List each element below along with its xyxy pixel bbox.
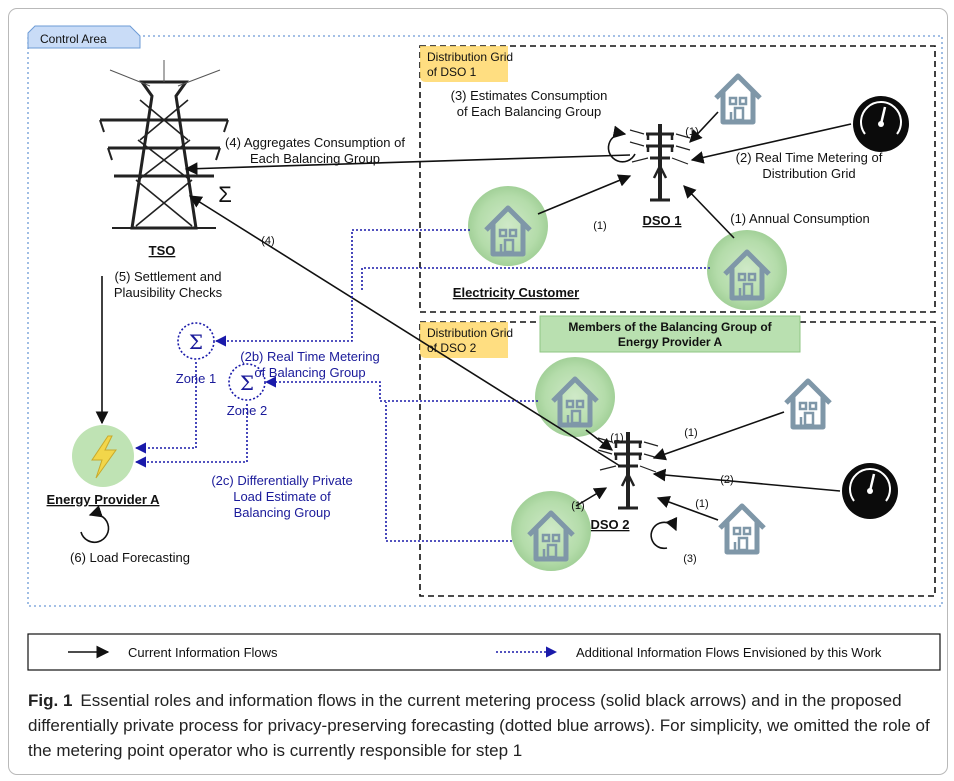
step-label: (1) [610,432,623,444]
grid1-label-bg [420,46,508,82]
step-label: (1) [695,498,708,510]
loop-arrow-icon [607,125,636,163]
aggregates-label-1: (4) Aggregates Consumption of [225,135,405,150]
members-box [539,315,801,353]
estimates-label-2: of Each Balancing Group [457,104,602,119]
annual-consumption-label: (1) Annual Consumption [730,211,869,226]
members-line2: Energy Provider A [618,335,723,349]
lightning-icon [91,435,117,479]
dp-label-3: Balancing Group [234,505,331,520]
dso1-pylon-icon [628,122,692,202]
aggregates-label-2: Each Balancing Group [250,151,380,166]
member-house-icon [511,491,591,571]
caption-text: Essential roles and information flows in… [28,691,930,760]
distribution-grid-dso1 [419,45,936,313]
figure-frame [8,8,948,775]
tso-label: TSO [149,243,176,258]
legend-box [27,633,941,671]
member-house-icon [468,186,548,266]
grid2-label-line1: Distribution Grid [427,326,513,340]
house-icon [716,76,760,122]
step-label: (1) [684,427,697,439]
step-label: (3) [683,553,696,565]
tso-sigma-icon: Σ [218,182,232,207]
control-area-boundary [27,35,943,607]
grid1-label-line2: of DSO 1 [427,65,477,79]
step-label: (1) [685,126,698,138]
settlement-label-2: Plausibility Checks [114,285,223,300]
house-icon [720,506,764,552]
legend-current-label: Current Information Flows [128,645,278,660]
grid2-label-bg [420,322,508,358]
members-line1: Members of the Balancing Group of [568,320,772,334]
control-area-label: Control Area [40,32,107,46]
rtm-bg-label-1: (2b) Real Time Metering [240,349,379,364]
settlement-label-1: (5) Settlement and [115,269,222,284]
meter-icon [840,461,900,521]
loop-arrow-icon [80,505,110,544]
energy-provider-label: Energy Provider A [47,492,161,507]
dp-label-1: (2c) Differentially Private [211,473,352,488]
control-area-tab [27,25,141,49]
estimates-label-1: (3) Estimates Consumption [451,88,608,103]
step-label: (1) [571,500,584,512]
meter-icon [851,94,911,154]
zone2-label: Zone 2 [227,403,267,418]
tso-tower-icon [99,60,229,230]
dso2-pylon-icon [596,430,660,510]
member-house-icon [535,357,615,437]
zone1-sigma-icon: Σ [189,330,203,354]
rtm-dist-label-1: (2) Real Time Metering of [736,150,883,165]
forecasting-label: (6) Load Forecasting [70,550,190,565]
member-house-icon [707,230,787,310]
dso2-label: DSO 2 [590,517,629,532]
legend-additional-label: Additional Information Flows Envisioned … [576,645,882,660]
metering-diagram: Control Area Distribution Grid of DSO 1 … [27,25,943,671]
loop-arrow-icon [650,516,678,550]
step-label: (2) [720,474,733,486]
grid1-label-line1: Distribution Grid [427,50,513,64]
rtm-bg-label-2: of Balancing Group [254,365,365,380]
step-label: (1) [593,220,606,232]
grid2-label-line2: of DSO 2 [427,341,477,355]
step-label: (4) [261,235,274,247]
zone1-sigma-circle [177,322,215,360]
distribution-grid-dso2 [419,321,936,597]
figure-label: Fig. 1 [28,691,73,710]
rtm-dist-label-2: Distribution Grid [762,166,855,181]
dp-label-2: Load Estimate of [233,489,331,504]
house-icon [786,381,830,427]
zone2-sigma-icon: Σ [240,371,254,395]
dso1-label: DSO 1 [642,213,681,228]
electricity-customer-label: Electricity Customer [453,285,579,300]
